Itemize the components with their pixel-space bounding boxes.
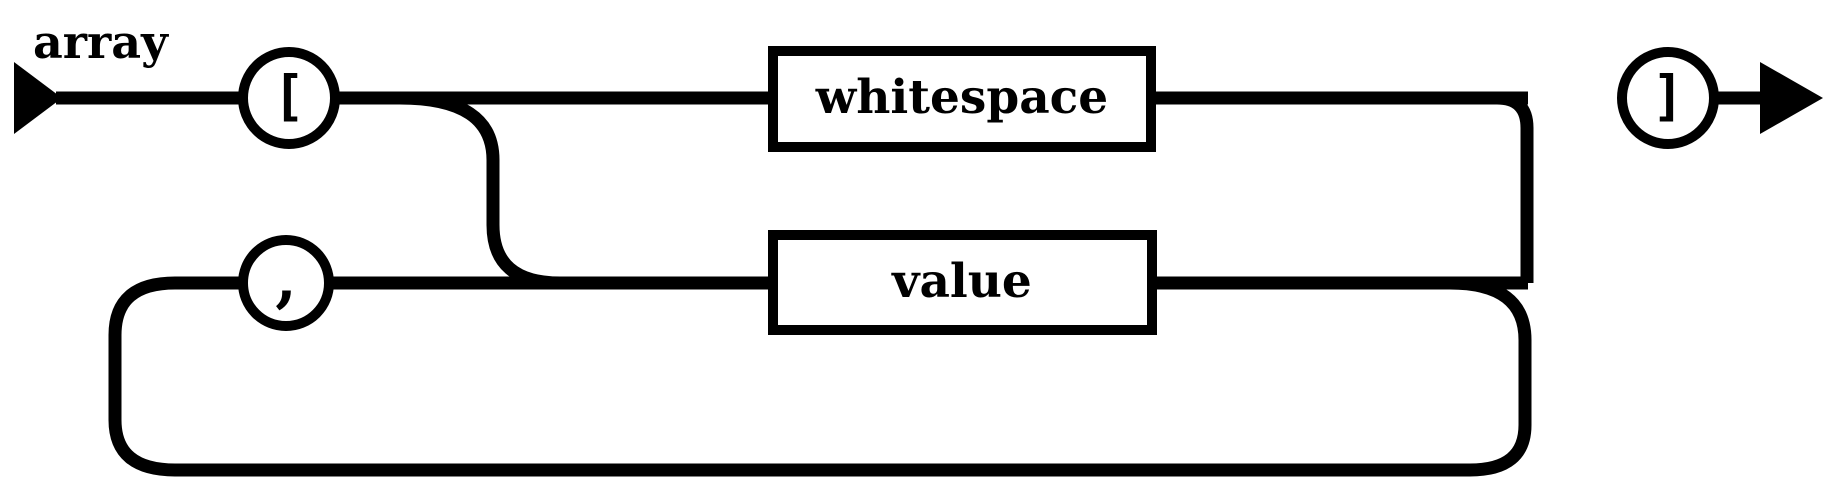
rail-repeat-loop — [108, 276, 1532, 477]
rail-value-merge-up — [1496, 91, 1534, 283]
nonterminal-value-label: value — [891, 254, 1032, 309]
end-arrow-icon — [1760, 62, 1823, 134]
terminal-open-bracket[interactable]: [ — [238, 47, 340, 149]
nonterminal-value[interactable]: value — [768, 230, 1157, 335]
nonterminal-whitespace[interactable]: whitespace — [768, 46, 1156, 152]
terminal-open-bracket-label: [ — [273, 65, 306, 128]
start-arrow-icon — [14, 62, 241, 134]
terminal-comma-label: , — [275, 242, 297, 315]
page-title: array — [33, 15, 169, 69]
terminal-comma[interactable]: , — [238, 235, 334, 331]
terminal-close-bracket-label: ] — [1652, 65, 1685, 128]
rail-branch-down-to-value — [399, 91, 561, 290]
terminal-close-bracket[interactable]: ] — [1617, 47, 1719, 149]
nonterminal-whitespace-label: whitespace — [815, 70, 1108, 125]
